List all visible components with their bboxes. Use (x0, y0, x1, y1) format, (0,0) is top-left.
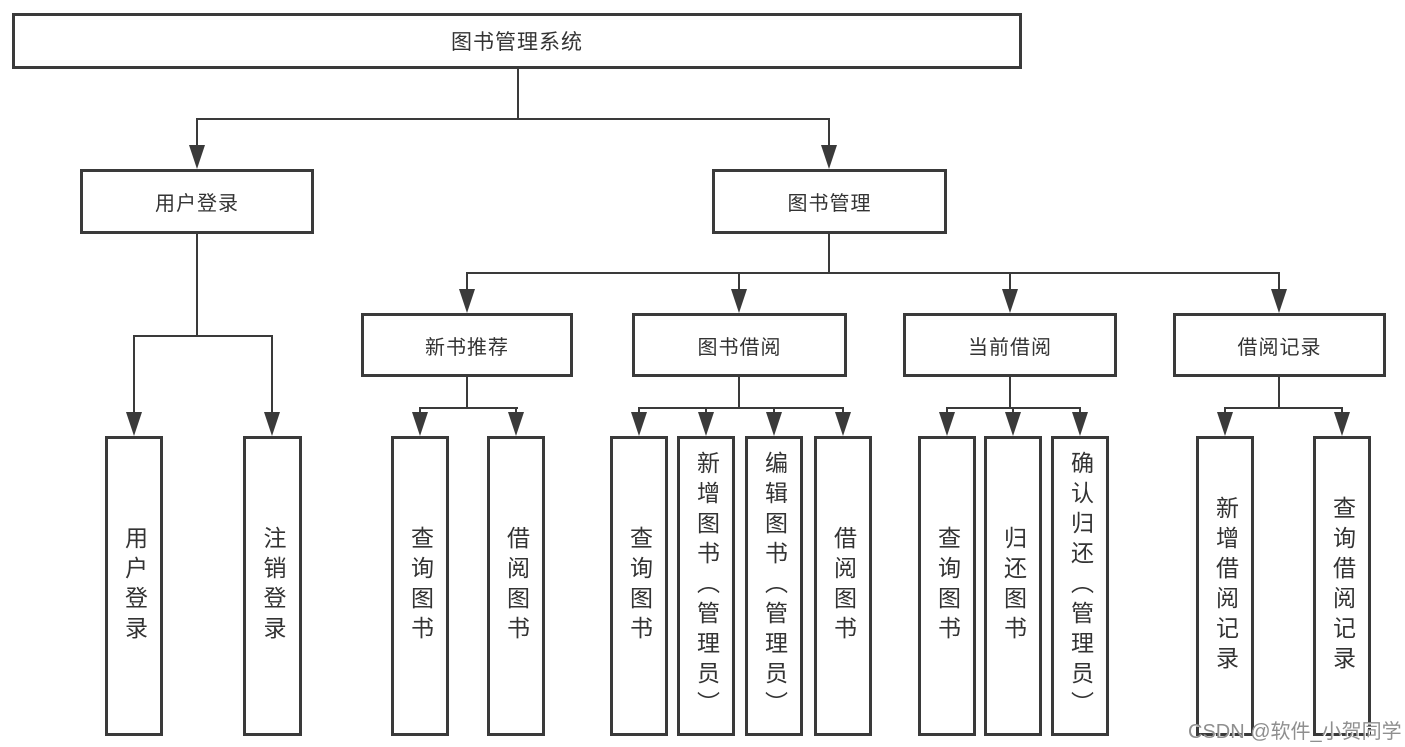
leaf-borrow-books: 借阅图书 (814, 436, 872, 736)
node-book-borrow: 图书借阅 (632, 313, 847, 377)
node-current-borrow: 当前借阅 (903, 313, 1117, 377)
connector-root-trunk (517, 69, 519, 119)
leaf-query-books-recommend: 查询图书 (391, 436, 449, 736)
arrowhead-leaf-login (126, 412, 142, 436)
connector-stem-d3 (1079, 407, 1081, 415)
connector-user-login-trunk (196, 234, 198, 337)
connector-stem-leaf-login (133, 335, 135, 414)
connector-stem-new-book (466, 272, 468, 291)
arrowhead-e2 (1334, 412, 1350, 436)
node-borrow-records: 借阅记录 (1173, 313, 1386, 377)
connector-stem-d2 (1012, 407, 1014, 415)
arrowhead-b1 (412, 412, 428, 436)
connector-stem-book-management (828, 118, 830, 147)
connector-new-book-spread (419, 407, 518, 409)
connector-book-management-trunk (828, 234, 830, 274)
arrowhead-current-borrow (1002, 289, 1018, 313)
arrowhead-d3 (1072, 412, 1088, 436)
arrowhead-d1 (939, 412, 955, 436)
arrowhead-borrow-records (1271, 289, 1287, 313)
arrowhead-c3 (766, 412, 782, 436)
leaf-add-borrow-record: 新增借阅记录 (1196, 436, 1254, 736)
arrowhead-leaf-logout (264, 412, 280, 436)
leaf-borrow-books-recommend: 借阅图书 (487, 436, 545, 736)
connector-stem-c3 (773, 407, 775, 415)
arrowhead-user-login (189, 145, 205, 169)
connector-new-book-trunk (466, 377, 468, 409)
connector-root-spread (196, 118, 830, 120)
connector-stem-b2 (515, 407, 517, 415)
connector-stem-user-login (196, 118, 198, 147)
leaf-user-login: 用户登录 (105, 436, 163, 736)
connector-borrow-records-trunk (1278, 377, 1280, 409)
connector-book-borrow-spread (638, 407, 844, 409)
arrowhead-new-book (459, 289, 475, 313)
connector-stem-book-borrow (738, 272, 740, 291)
arrowhead-c2 (698, 412, 714, 436)
connector-stem-e1 (1224, 407, 1226, 415)
node-book-management: 图书管理 (712, 169, 947, 234)
leaf-return-books: 归还图书 (984, 436, 1042, 736)
arrowhead-c1 (631, 412, 647, 436)
leaf-query-books-borrow: 查询图书 (610, 436, 668, 736)
arrowhead-c4 (835, 412, 851, 436)
connector-stem-leaf-logout (271, 335, 273, 414)
node-library-system: 图书管理系统 (12, 13, 1022, 69)
node-new-book-recommend: 新书推荐 (361, 313, 573, 377)
leaf-confirm-return-admin: 确认归还（管理员） (1051, 436, 1109, 736)
connector-borrow-records-spread (1224, 407, 1343, 409)
connector-stem-e2 (1341, 407, 1343, 415)
connector-book-borrow-trunk (738, 377, 740, 409)
connector-stem-current-borrow (1009, 272, 1011, 291)
connector-book-management-spread (466, 272, 1280, 274)
leaf-edit-books-admin: 编辑图书（管理员） (745, 436, 803, 736)
connector-stem-d1 (946, 407, 948, 415)
connector-stem-b1 (419, 407, 421, 415)
arrowhead-d2 (1005, 412, 1021, 436)
connector-user-login-spread (133, 335, 273, 337)
connector-stem-c1 (638, 407, 640, 415)
arrowhead-book-borrow (731, 289, 747, 313)
connector-stem-c4 (842, 407, 844, 415)
arrowhead-book-management (821, 145, 837, 169)
connector-current-borrow-trunk (1009, 377, 1011, 409)
connector-stem-c2 (705, 407, 707, 415)
leaf-add-books-admin: 新增图书（管理员） (677, 436, 735, 736)
connector-stem-borrow-records (1278, 272, 1280, 291)
leaf-logout: 注销登录 (243, 436, 302, 736)
csdn-watermark: CSDN @软件_小贺同学 (1188, 721, 1402, 743)
leaf-query-books-current: 查询图书 (918, 436, 976, 736)
leaf-query-borrow-record: 查询借阅记录 (1313, 436, 1371, 736)
node-user-login: 用户登录 (80, 169, 314, 234)
arrowhead-e1 (1217, 412, 1233, 436)
arrowhead-b2 (508, 412, 524, 436)
